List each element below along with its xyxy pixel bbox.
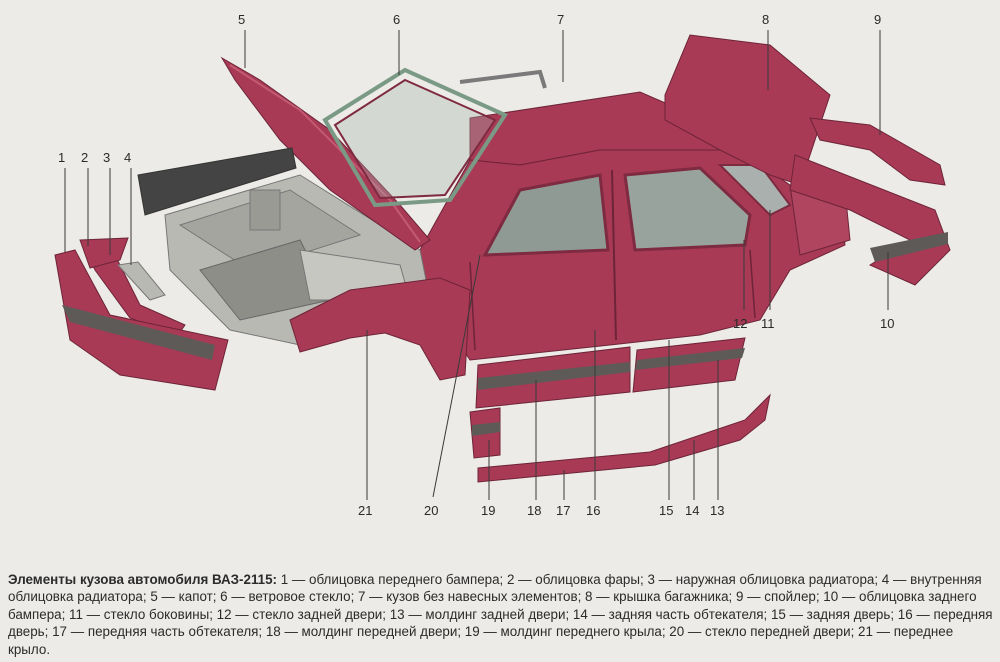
callout-numbers: 1 2 3 4 5 6 7 8 9 10 11 12 13 14 15 16 1…: [58, 12, 894, 518]
callout-1: 1: [58, 150, 65, 165]
windshield-frame: [322, 67, 508, 208]
caption-text: 1 — облицовка переднего бампера; 2 — обл…: [8, 572, 993, 657]
callout-19: 19: [481, 503, 495, 518]
callout-21: 21: [358, 503, 372, 518]
callout-15: 15: [659, 503, 673, 518]
callout-3: 3: [103, 150, 110, 165]
callout-18: 18: [527, 503, 541, 518]
callout-8: 8: [762, 12, 769, 27]
callout-17: 17: [556, 503, 570, 518]
callout-9: 9: [874, 12, 881, 27]
callout-14: 14: [685, 503, 699, 518]
callout-5: 5: [238, 12, 245, 27]
callout-12: 12: [733, 316, 747, 331]
callout-4: 4: [124, 150, 131, 165]
spoiler: [809, 117, 946, 186]
callout-16: 16: [586, 503, 600, 518]
callout-7: 7: [557, 12, 564, 27]
callout-20: 20: [424, 503, 438, 518]
callout-leader-lines: [64, 30, 889, 500]
sill-trim: [477, 393, 771, 483]
callout-11: 11: [761, 316, 775, 331]
car-body-shell: [419, 91, 851, 361]
hood: [220, 56, 431, 251]
caption-title: Элементы кузова автомобиля ВАЗ-2115:: [8, 572, 278, 587]
callout-10: 10: [880, 316, 894, 331]
front-bumper: [54, 249, 229, 391]
figure-caption: Элементы кузова автомобиля ВАЗ-2115: 1 —…: [8, 571, 994, 662]
callout-2: 2: [81, 150, 88, 165]
exploded-car-body-illustration: 1 2 3 4 5 6 7 8 9 10 11 12 13 14 15 16 1…: [54, 12, 951, 518]
callout-6: 6: [393, 12, 400, 27]
headlight-trim: [79, 237, 129, 269]
front-fender: [289, 277, 471, 381]
callout-13: 13: [710, 503, 724, 518]
